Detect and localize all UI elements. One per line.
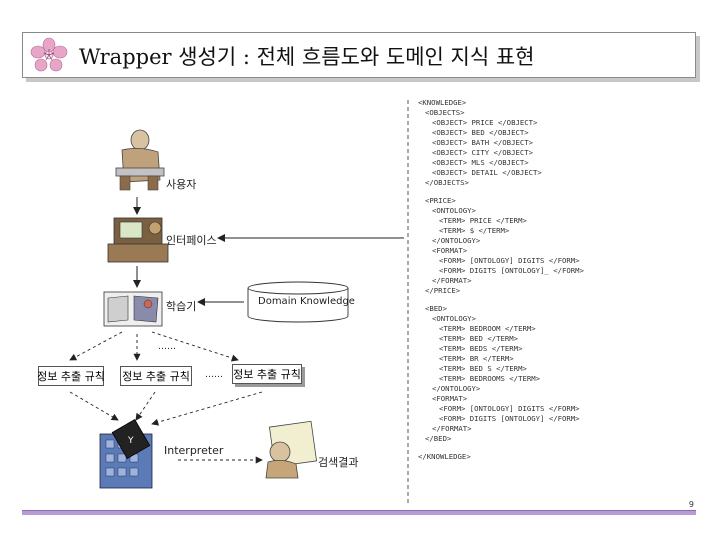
xml-line: </FORMAT> <box>432 424 472 433</box>
learner-illustration <box>103 291 163 327</box>
xml-line: <ONTOLOGY> <box>432 314 476 323</box>
xml-line: <OBJECT> BATH </OBJECT> <box>432 138 534 147</box>
interface-label: 인터페이스 <box>166 234 217 247</box>
domain-knowledge-label: Domain Knowledge <box>258 296 355 307</box>
xml-line: </PRICE> <box>425 286 461 295</box>
xml-line: <OBJECT> PRICE </OBJECT> <box>432 118 538 127</box>
xml-line: <OBJECT> MLS </OBJECT> <box>432 158 529 167</box>
interface-illustration <box>107 217 169 263</box>
xml-line: <OBJECT> BED </OBJECT> <box>432 128 529 137</box>
xml-line: <FORMAT> <box>432 394 468 403</box>
extraction-rule-box: 정보 추출 규칙 <box>120 366 192 386</box>
xml-line: <FORM> [ONTOLOGY] DIGITS </FORM> <box>439 404 580 413</box>
learner-label: 학습기 <box>166 300 197 313</box>
xml-line: <FORM> DIGITS [ONTOLOGY] </FORM> <box>439 414 580 423</box>
xml-block-gap <box>418 296 638 304</box>
xml-line: <TERM> BEDROOM </TERM> <box>439 324 536 333</box>
xml-line: <KNOWLEDGE> <box>418 98 467 107</box>
xml-line: </ONTOLOGY> <box>432 236 481 245</box>
flower-icon <box>30 37 68 72</box>
xml-line: <TERM> BED S </TERM> <box>439 364 527 373</box>
xml-line: </FORMAT> <box>432 276 472 285</box>
page-title: Wrapper 생성기 : 전체 흐름도와 도메인 지식 표현 <box>79 45 535 69</box>
interpreter-label: Interpreter <box>164 444 224 457</box>
svg-text:Y: Y <box>127 436 134 446</box>
extraction-rule-box: 정보 추출 규칙 <box>37 366 105 386</box>
xml-line: </ONTOLOGY> <box>432 384 481 393</box>
xml-line: <OBJECT> DETAIL </OBJECT> <box>432 168 542 177</box>
xml-line: <TERM> PRICE </TERM> <box>439 216 527 225</box>
xml-line: </KNOWLEDGE> <box>418 452 471 461</box>
user-illustration <box>115 129 165 191</box>
title-box: Wrapper 생성기 : 전체 흐름도와 도메인 지식 표현 <box>22 32 696 78</box>
xml-line: <FORM> [ONTOLOGY] DIGITS </FORM> <box>439 256 580 265</box>
page-number: 9 <box>688 500 694 509</box>
xml-block-gap <box>418 444 638 452</box>
xml-block-gap <box>418 188 638 196</box>
xml-line: <TERM> BED </TERM> <box>439 334 519 343</box>
xml-line: <TERM> BEDROOMS </TERM> <box>439 374 541 383</box>
domain-knowledge-xml: <KNOWLEDGE><OBJECTS><OBJECT> PRICE </OBJ… <box>418 98 638 506</box>
xml-line: <FORMAT> <box>432 246 468 255</box>
xml-line: <TERM> BR </TERM> <box>439 354 514 363</box>
xml-line: <BED> <box>425 304 447 313</box>
domain-knowledge-cylinder <box>247 281 349 323</box>
xml-line: <FORM> DIGITS [ONTOLOGY]_ </FORM> <box>439 266 584 275</box>
interpreter-illustration: Y <box>99 418 153 489</box>
result-label: 검색결과 <box>318 456 359 469</box>
xml-line: <OBJECTS> <box>425 108 465 117</box>
xml-line: <TERM> BEDS </TERM> <box>439 344 523 353</box>
xml-line: <PRICE> <box>425 196 456 205</box>
ellipsis-mid: …… <box>158 342 176 352</box>
footer-rule <box>22 510 696 515</box>
extraction-rule-box: 정보 추출 규칙 <box>232 364 302 384</box>
xml-line: </BED> <box>425 434 452 443</box>
ellipsis-right: …… <box>205 370 223 380</box>
xml-line: <OBJECT> CITY </OBJECT> <box>432 148 534 157</box>
xml-line: <TERM> $ </TERM> <box>439 226 510 235</box>
result-illustration <box>265 420 318 479</box>
xml-line: <ONTOLOGY> <box>432 206 476 215</box>
user-label: 사용자 <box>166 178 197 191</box>
xml-line: </OBJECTS> <box>425 178 469 187</box>
